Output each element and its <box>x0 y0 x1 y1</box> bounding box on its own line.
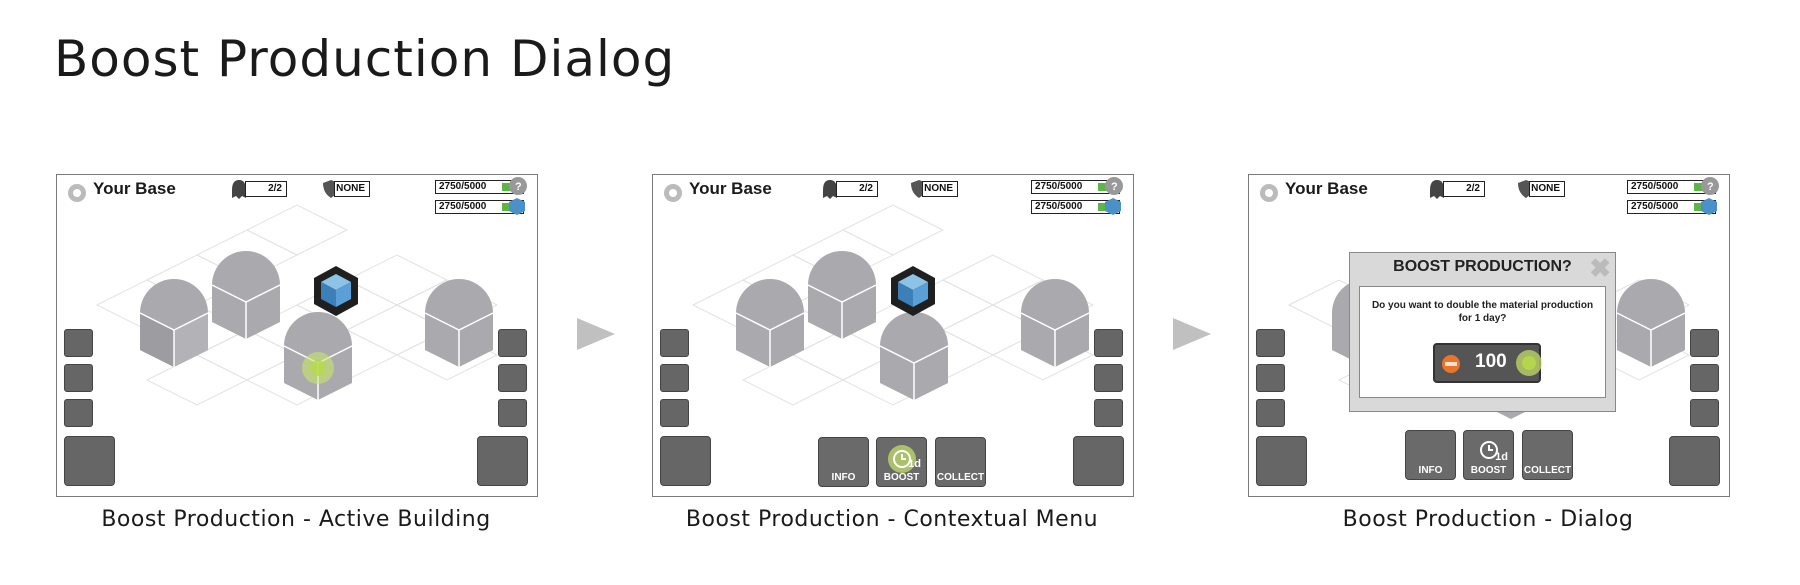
settings-gear-icon[interactable] <box>67 183 87 203</box>
left-side-button-2[interactable] <box>1256 364 1285 392</box>
left-big-button[interactable] <box>1256 436 1307 486</box>
panel-active-building: Your Base 2/2 NONE 2750/5000 ? 2750/5000 <box>56 174 538 497</box>
building-top[interactable] <box>211 251 281 339</box>
trooper-helmet-icon <box>823 180 837 199</box>
building-right[interactable] <box>424 279 494 367</box>
panel-dialog: Your Base 2/2 NONE 2750/5000 ? 2750/5000… <box>1248 174 1730 497</box>
collect-button[interactable]: COLLECT <box>1522 430 1573 480</box>
right-big-button[interactable] <box>1073 436 1124 486</box>
boost-time: 1d <box>908 458 921 470</box>
left-side-button-1[interactable] <box>1256 329 1285 357</box>
svg-text:?: ? <box>1707 181 1714 193</box>
building-top[interactable] <box>807 251 877 339</box>
clock-icon <box>1480 441 1498 459</box>
building-right[interactable] <box>1616 279 1686 367</box>
close-icon[interactable]: ✖ <box>1589 253 1611 283</box>
dialog-title: BOOST PRODUCTION? <box>1393 258 1572 275</box>
collect-button-label: COLLECT <box>936 472 985 483</box>
collect-button-label: COLLECT <box>1523 465 1572 476</box>
dialog-message: Do you want to double the material produ… <box>1371 300 1594 324</box>
trooper-helmet-icon <box>232 180 246 199</box>
right-side-button-2[interactable] <box>498 364 527 392</box>
page-title: Boost Production Dialog <box>54 30 676 88</box>
caption-dialog: Boost Production - Dialog <box>1342 507 1634 532</box>
svg-text:?: ? <box>515 181 522 193</box>
units-counter: 2/2 <box>245 181 287 197</box>
boost-button-label: BOOST <box>1470 465 1507 476</box>
building-left[interactable] <box>139 279 209 367</box>
flow-arrow-icon <box>577 318 615 350</box>
cube-icon <box>1105 198 1121 215</box>
right-big-button[interactable] <box>477 436 528 486</box>
building-active[interactable] <box>879 312 949 400</box>
boost-button[interactable]: 1d BOOST <box>876 437 927 487</box>
production-cube-icon[interactable] <box>891 266 935 316</box>
help-badge-icon[interactable]: ? <box>1104 176 1124 196</box>
clock-icon <box>888 445 916 473</box>
right-side-button-3[interactable] <box>1094 399 1123 427</box>
settings-gear-icon[interactable] <box>663 183 683 203</box>
right-side-button-1[interactable] <box>1094 329 1123 357</box>
units-counter: 2/2 <box>836 181 878 197</box>
production-cube-icon[interactable] <box>314 266 358 316</box>
left-big-button[interactable] <box>64 436 115 486</box>
shield-status: NONE <box>1529 181 1565 197</box>
info-button[interactable]: INFO <box>1405 430 1456 480</box>
crystal-currency-icon <box>1442 355 1460 373</box>
base-title: Your Base <box>689 179 772 198</box>
help-badge-icon[interactable]: ? <box>508 176 528 196</box>
base-title: Your Base <box>93 179 176 198</box>
right-side-button-2[interactable] <box>1690 364 1719 392</box>
base-title: Your Base <box>1285 179 1368 198</box>
dialog-body: Do you want to double the material produ… <box>1359 286 1606 398</box>
building-right[interactable] <box>1020 279 1090 367</box>
boost-time: 1d <box>1495 451 1508 463</box>
trooper-helmet-icon <box>1430 180 1444 199</box>
panel-contextual-menu: Your Base 2/2 NONE 2750/5000 ? 2750/5000 <box>652 174 1134 497</box>
info-button[interactable]: INFO <box>818 437 869 487</box>
shield-status: NONE <box>334 181 370 197</box>
left-side-button-2[interactable] <box>64 364 93 392</box>
collect-button[interactable]: COLLECT <box>935 437 986 487</box>
left-side-button-3[interactable] <box>64 399 93 427</box>
left-big-button[interactable] <box>660 436 711 486</box>
caption-contextual-menu: Boost Production - Contextual Menu <box>685 507 1099 532</box>
cube-icon <box>1701 198 1717 215</box>
right-big-button[interactable] <box>1669 436 1720 486</box>
boost-button-label: BOOST <box>883 472 920 483</box>
units-counter: 2/2 <box>1443 181 1485 197</box>
caption-active-building: Boost Production - Active Building <box>101 507 491 532</box>
left-side-button-2[interactable] <box>660 364 689 392</box>
boost-button[interactable]: 1d BOOST <box>1463 430 1514 480</box>
svg-text:?: ? <box>1111 181 1118 193</box>
building-left[interactable] <box>735 279 805 367</box>
left-side-button-1[interactable] <box>64 329 93 357</box>
info-button-label: INFO <box>1418 465 1443 476</box>
cube-icon <box>509 198 525 215</box>
touch-indicator <box>1516 350 1542 376</box>
info-button-label: INFO <box>831 472 856 483</box>
right-side-button-2[interactable] <box>1094 364 1123 392</box>
boost-production-dialog: BOOST PRODUCTION? ✖ Do you want to doubl… <box>1349 252 1616 412</box>
flow-arrow-icon <box>1173 318 1211 350</box>
right-side-button-1[interactable] <box>1690 329 1719 357</box>
left-side-button-3[interactable] <box>1256 399 1285 427</box>
left-side-button-3[interactable] <box>660 399 689 427</box>
help-badge-icon[interactable]: ? <box>1700 176 1720 196</box>
right-side-button-1[interactable] <box>498 329 527 357</box>
right-side-button-3[interactable] <box>1690 399 1719 427</box>
confirm-boost-button[interactable]: 100 <box>1433 343 1542 383</box>
left-side-button-1[interactable] <box>660 329 689 357</box>
boost-cost: 100 <box>1475 351 1507 372</box>
buildings-layer <box>735 251 1090 400</box>
shield-status: NONE <box>922 181 958 197</box>
right-side-button-3[interactable] <box>498 399 527 427</box>
buildings-layer <box>139 251 494 400</box>
touch-indicator-core <box>310 360 326 376</box>
settings-gear-icon[interactable] <box>1259 183 1279 203</box>
dialog-pointer <box>1497 412 1525 419</box>
